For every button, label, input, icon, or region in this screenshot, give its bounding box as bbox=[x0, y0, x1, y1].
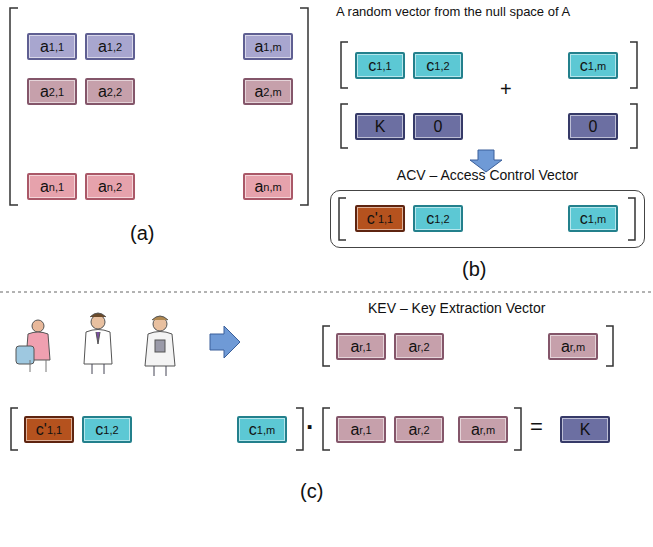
subscript: 1,1 bbox=[376, 60, 391, 72]
symbol: c bbox=[580, 210, 588, 228]
vector-cell: an,2 bbox=[85, 173, 135, 200]
vector-title: KEV – Key Extraction Vector bbox=[368, 300, 545, 316]
symbol: c bbox=[426, 57, 434, 75]
vector-cell: a1,2 bbox=[85, 33, 135, 60]
vector-cell: ar,2 bbox=[394, 416, 444, 443]
subscript: n,1 bbox=[49, 181, 64, 193]
subscript: 1,m bbox=[588, 213, 606, 225]
vector-frame: ACV – Access Control Vectorc'1,1c1,2c1,m bbox=[330, 190, 645, 248]
symbol: a bbox=[408, 338, 417, 356]
symbol: K bbox=[375, 118, 386, 136]
symbol: c bbox=[249, 421, 257, 439]
subscript: 1,m bbox=[263, 41, 281, 53]
vector-cell: ar,2 bbox=[394, 333, 444, 360]
symbol: a bbox=[254, 178, 263, 196]
vector-cell: an,1 bbox=[27, 173, 77, 200]
subscript: r,m bbox=[480, 424, 495, 436]
symbol: K bbox=[580, 421, 591, 439]
panel-label: (a) bbox=[130, 222, 154, 245]
caption-text: A random vector from the null space of A bbox=[336, 4, 570, 19]
vector-cell: a1,m bbox=[243, 33, 293, 60]
subscript: r,2 bbox=[417, 341, 429, 353]
symbol: a bbox=[98, 38, 107, 56]
subscript: 1,2 bbox=[107, 41, 122, 53]
vector-cell: ar,1 bbox=[336, 333, 386, 360]
vector-cell: c1,m bbox=[237, 416, 287, 443]
vector-cell: a2,1 bbox=[27, 78, 77, 105]
symbol: a bbox=[350, 421, 359, 439]
symbol: a bbox=[561, 338, 570, 356]
subscript: 1,m bbox=[257, 424, 275, 436]
vector-cell: c1,2 bbox=[413, 52, 463, 79]
symbol: a bbox=[40, 83, 49, 101]
vector-cell: K bbox=[560, 416, 610, 443]
subscript: n,m bbox=[263, 181, 281, 193]
panel-label: (b) bbox=[462, 258, 486, 281]
vector-cell: K bbox=[355, 113, 405, 140]
subscript: 1,m bbox=[588, 60, 606, 72]
vector-cell: c1,1 bbox=[355, 52, 405, 79]
operator-symbol: = bbox=[530, 414, 543, 440]
symbol: c bbox=[368, 57, 376, 75]
vector-cell: ar,1 bbox=[336, 416, 386, 443]
vector-cell: a2,m bbox=[243, 78, 293, 105]
symbol: a bbox=[408, 421, 417, 439]
vector-cell: c1,2 bbox=[82, 416, 132, 443]
vector-cell: 0 bbox=[568, 113, 618, 140]
subscript: 1,1 bbox=[378, 213, 393, 225]
subscript: 1,2 bbox=[434, 213, 449, 225]
symbol: a bbox=[471, 421, 480, 439]
panel-label: (c) bbox=[300, 480, 323, 503]
vector-cell: c1,m bbox=[568, 205, 618, 232]
subscript: n,2 bbox=[107, 181, 122, 193]
subscript: 2,1 bbox=[49, 86, 64, 98]
symbol: a bbox=[98, 178, 107, 196]
symbol: 0 bbox=[589, 118, 598, 136]
operator-symbol: + bbox=[500, 78, 512, 101]
vector-cell: an,m bbox=[243, 173, 293, 200]
operator-symbol: · bbox=[306, 412, 315, 443]
vector-cell: c'1,1 bbox=[355, 205, 405, 232]
subscript: r,2 bbox=[417, 424, 429, 436]
symbol: a bbox=[254, 38, 263, 56]
subscript: 1,1 bbox=[47, 424, 62, 436]
symbol: c' bbox=[36, 421, 47, 439]
frame-heading: ACV – Access Control Vector bbox=[331, 167, 644, 183]
symbol: a bbox=[254, 83, 263, 101]
subscript: 1,1 bbox=[49, 41, 64, 53]
vector-cell: ar,m bbox=[458, 416, 508, 443]
vector-cell: a1,1 bbox=[27, 33, 77, 60]
subscript: r,1 bbox=[359, 424, 371, 436]
vector-cell: c1,m bbox=[568, 52, 618, 79]
symbol: a bbox=[40, 178, 49, 196]
symbol: a bbox=[350, 338, 359, 356]
subscript: 1,2 bbox=[434, 60, 449, 72]
symbol: c' bbox=[367, 210, 378, 228]
subscript: 2,2 bbox=[107, 86, 122, 98]
symbol: c bbox=[580, 57, 588, 75]
symbol: c bbox=[426, 210, 434, 228]
subscript: r,1 bbox=[359, 341, 371, 353]
symbol: a bbox=[40, 38, 49, 56]
vector-cell: a2,2 bbox=[85, 78, 135, 105]
subscript: 1,2 bbox=[103, 424, 118, 436]
vector-cell: 0 bbox=[413, 113, 463, 140]
symbol: c bbox=[95, 421, 103, 439]
vector-cell: c'1,1 bbox=[24, 416, 74, 443]
subscript: r,m bbox=[570, 341, 585, 353]
vector-cell: ar,m bbox=[548, 333, 598, 360]
symbol: a bbox=[98, 83, 107, 101]
symbol: 0 bbox=[434, 118, 443, 136]
vector-cell: c1,2 bbox=[413, 205, 463, 232]
subscript: 2,m bbox=[263, 86, 281, 98]
